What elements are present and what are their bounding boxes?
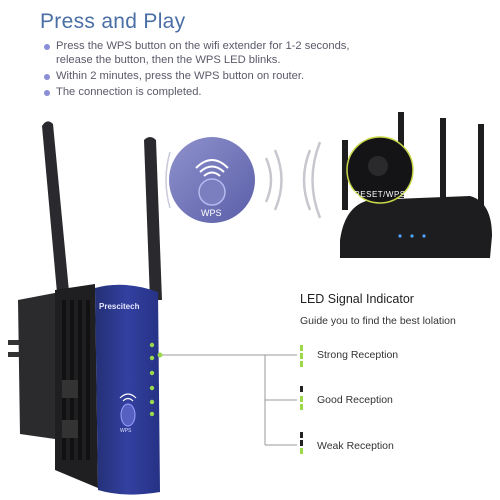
reception-label-good: Good Reception <box>317 394 393 406</box>
led-level-strong <box>300 345 303 367</box>
extender-front <box>95 284 160 495</box>
led-section-title: LED Signal Indicator <box>300 292 414 306</box>
signal-waves <box>264 141 322 219</box>
instruction-step: Within 2 minutes, press the WPS button o… <box>44 70 364 84</box>
device-wps-label: WPS <box>120 428 132 434</box>
router <box>340 112 492 258</box>
page-title: Press and Play <box>40 10 186 33</box>
instruction-list: Press the WPS button on the wifi extende… <box>44 40 364 102</box>
instruction-step: The connection is completed. <box>44 86 364 100</box>
instruction-step: Press the WPS button on the wifi extende… <box>44 40 364 67</box>
step-text: The connection is completed. <box>56 85 202 98</box>
led-pointer-lines <box>157 352 297 446</box>
router-reset-label: RESET/WPS <box>354 190 406 199</box>
bullet-icon <box>44 44 50 50</box>
zoom-wps-label: WPS <box>201 208 222 218</box>
power-plug <box>8 292 62 440</box>
extender-side <box>55 284 98 488</box>
extender-antenna-right <box>144 137 162 300</box>
extender-antenna-left <box>42 121 70 304</box>
step-text: Within 2 minutes, press the WPS button o… <box>56 69 305 82</box>
reception-label-weak: Weak Reception <box>317 440 394 452</box>
device-brand-label: Prescitech <box>99 302 140 311</box>
bullet-icon <box>44 89 50 96</box>
led-level-weak <box>300 432 303 454</box>
step-text: Press the WPS button on the wifi extende… <box>56 40 350 66</box>
wps-zoom-bubble <box>165 137 255 223</box>
led-section-subtitle: Guide you to find the best lolation <box>300 315 456 327</box>
led-level-good <box>300 386 303 410</box>
bullet-icon <box>44 73 50 80</box>
reception-label-strong: Strong Reception <box>317 349 399 361</box>
